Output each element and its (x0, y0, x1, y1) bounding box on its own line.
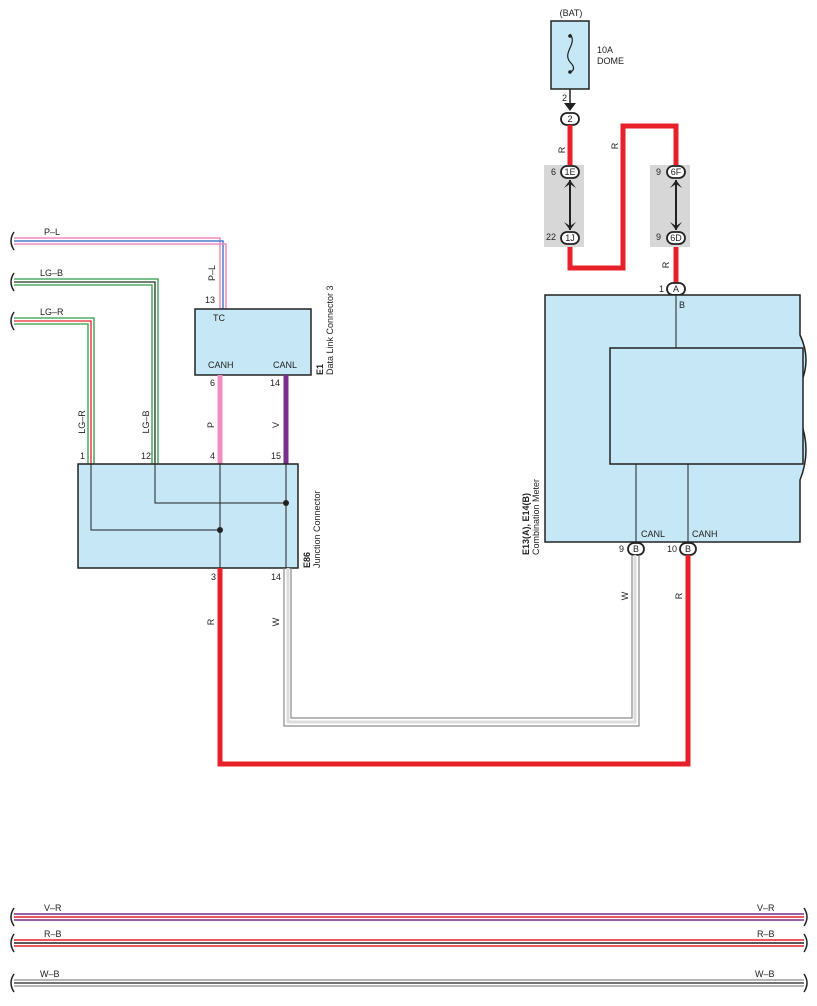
harness-lgb (14, 278, 159, 464)
dlc-tc: TC (213, 313, 225, 323)
junction-block-right: 9 6F 9 6D (650, 165, 690, 247)
meter-canh: CANH (692, 529, 718, 539)
jc-pin-3: 3 (211, 572, 216, 582)
harness-pl (14, 237, 227, 309)
wire-red-can (217, 555, 691, 767)
wire-label-r-meter: R (674, 592, 684, 599)
jc-pin-12: 12 (141, 451, 151, 461)
harness-label-pl: P–L (44, 227, 60, 237)
arrow-down-icon (564, 222, 576, 230)
harness-lgr (14, 317, 95, 464)
dlc-connector (194, 308, 312, 376)
svg-text:6F: 6F (671, 167, 682, 177)
dlc-pin-canl: 14 (270, 378, 280, 388)
wire-label-r-1: R (557, 146, 567, 153)
fuse-pin: 2 (562, 93, 567, 103)
svg-text:6: 6 (551, 167, 556, 177)
harness-label-rb-right: R–B (757, 929, 775, 939)
dlc-id: E1 (315, 364, 325, 375)
meter-pin-canh: 10 (667, 544, 677, 554)
svg-text:1E: 1E (564, 167, 575, 177)
harness-label-lgr: LG–R (40, 307, 64, 317)
junction-block-left: 6 1E 22 1J (544, 165, 584, 247)
svg-text:2: 2 (567, 114, 572, 124)
fuse-box (550, 20, 590, 90)
meter-canl: CANL (641, 529, 665, 539)
jc-internal-wiring (90, 464, 287, 568)
cut-mark-icon (803, 973, 808, 993)
jc-pin-14: 14 (271, 572, 281, 582)
svg-text:1J: 1J (565, 233, 575, 243)
wire-label-pl-vertical: P–L (207, 265, 217, 281)
junction-connector (77, 463, 299, 569)
arrow-down-icon (670, 222, 682, 230)
svg-text:A: A (673, 284, 679, 294)
meter-pin-canl: 9 (619, 544, 624, 554)
arrow-down-icon (564, 103, 576, 111)
wire-label-lgr: LG–R (77, 410, 87, 434)
svg-text:22: 22 (546, 232, 556, 242)
harness-label-vr-left: V–R (44, 903, 62, 913)
svg-text:9: 9 (656, 167, 661, 177)
cut-mark-icon (10, 311, 15, 331)
meter-inner-module (609, 347, 804, 465)
red-wire-top (567, 123, 679, 283)
fuse-name: DOME (597, 56, 624, 66)
harness-wb (14, 979, 804, 987)
svg-text:6D: 6D (670, 233, 682, 243)
arrow-up-icon (564, 180, 576, 188)
meter-id: E13(A), E14(B) (521, 493, 531, 555)
harness-label-wb-left: W–B (40, 969, 60, 979)
wire-label-w-meter: W (620, 591, 630, 600)
harness-label-rb-left: R–B (44, 929, 62, 939)
dlc-canl: CANL (273, 360, 297, 370)
wire-label-r-jc: R (206, 618, 216, 625)
dlc-canh: CANH (208, 360, 234, 370)
harness-label-lgb: LG–B (40, 268, 63, 278)
harness-vr (14, 913, 804, 921)
harness-label-wb-right: W–B (755, 969, 775, 979)
cut-mark-icon (10, 973, 15, 993)
cut-mark-icon (10, 272, 15, 292)
cut-mark-icon (803, 933, 808, 953)
wire-label-r-2: R (610, 142, 620, 149)
jc-pin-1: 1 (80, 451, 85, 461)
harness-rb (14, 939, 804, 947)
meter-name: Combination Meter (531, 479, 541, 555)
splice-dot (217, 527, 223, 533)
wire-label-r-3: R (661, 261, 671, 268)
wire-label-p: P (206, 422, 216, 428)
cut-mark-icon (10, 907, 15, 927)
meter-label-b: B (679, 300, 685, 310)
fuse-rating: 10A (597, 45, 613, 55)
jc-id: E86 (302, 552, 312, 568)
meter-pin-a: 1 (659, 284, 664, 294)
cut-mark-icon (10, 933, 15, 953)
cut-mark-icon (803, 907, 808, 927)
wire-white-can (283, 555, 640, 727)
svg-text:B: B (633, 544, 639, 554)
cut-mark-icon (10, 231, 15, 251)
svg-text:B: B (685, 544, 691, 554)
jc-pin-4: 4 (210, 451, 215, 461)
svg-text:9: 9 (656, 232, 661, 242)
jc-name: Junction Connector (312, 490, 322, 568)
wire-label-v: V (271, 422, 281, 428)
dlc-pin-tc: 13 (205, 295, 215, 305)
wire-label-w-jc: W (271, 617, 281, 626)
dlc-name: Data Link Connector 3 (325, 285, 335, 375)
splice-dot (283, 500, 289, 506)
wire-label-lgb: LG–B (141, 410, 151, 433)
bat-label: (BAT) (560, 8, 583, 18)
arrow-up-icon (670, 180, 682, 188)
jc-pin-15: 15 (271, 451, 281, 461)
dlc-pin-canh: 6 (210, 378, 215, 388)
harness-label-vr-right: V–R (757, 903, 775, 913)
